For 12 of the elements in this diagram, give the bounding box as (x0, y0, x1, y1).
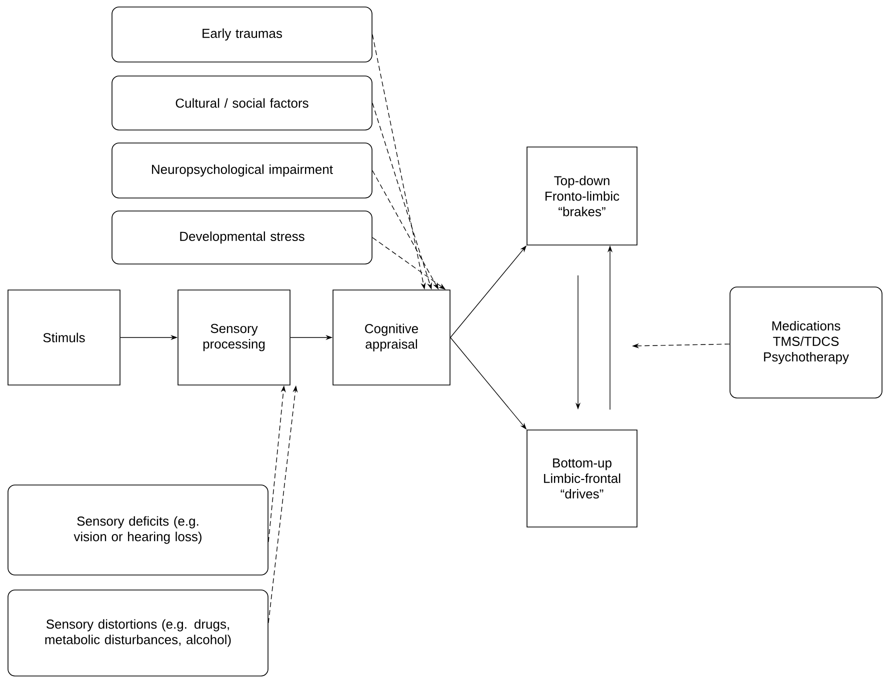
rounded-box: Neuropsychological impairment (112, 142, 372, 198)
process-box: Sensory processing (178, 290, 290, 386)
rounded-box: Sensory distortions (e.g. drugs, metabolic disturbances, alcohol) (8, 590, 268, 676)
process-box: Top-down Fronto-limbic “brakes” (526, 146, 638, 246)
rounded-box: Sensory deficits (e.g. vision or hearing loss) (8, 484, 268, 576)
process-box: Stimuls (8, 290, 120, 386)
rounded-box: Developmental stress (112, 210, 372, 264)
rounded-box: Medications TMS/TDCS Psychotherapy (730, 286, 882, 398)
rounded-box: Cultural / social factors (112, 76, 372, 130)
process-box: Bottom-up Limbic-frontal “drives” (526, 430, 638, 528)
rounded-box: Early traumas (112, 6, 372, 62)
process-box: Cognitive appraisal (332, 290, 450, 386)
